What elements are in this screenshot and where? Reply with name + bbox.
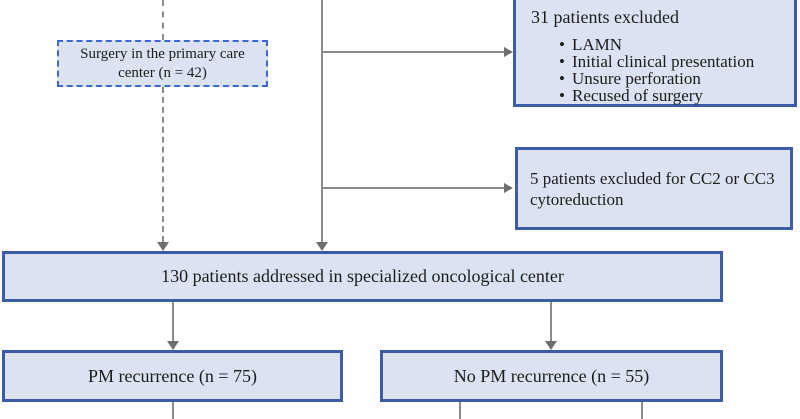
flow-line-dashed-bottom: [162, 87, 164, 242]
bullet-icon: •: [559, 52, 565, 71]
excluded-cc-label: 5 patients excluded for CC2 or CC3 cytor…: [530, 168, 775, 209]
excluded-31-title: 31 patients excluded: [531, 7, 679, 27]
no-pm-recurrence-label: No PM recurrence (n = 55): [453, 365, 650, 386]
bullet-item: • Unsure perforation: [559, 69, 701, 88]
bullet-icon: •: [559, 86, 565, 105]
bullet-icon: •: [559, 35, 565, 54]
arrowhead-down-icon: [545, 341, 557, 350]
flow-line-stub-middle: [459, 402, 461, 419]
bullet-item: • Initial clinical presentation: [559, 52, 755, 71]
primary-care-surgery-label: Surgery in the primary care center (n = …: [80, 45, 245, 81]
arrowhead-right-icon: [504, 47, 513, 57]
arrowhead-down-icon: [157, 242, 169, 251]
flow-line-to-no-pm-recurrence: [550, 302, 552, 342]
node-no-pm-recurrence: No PM recurrence (n = 55): [380, 350, 723, 402]
node-specialized-center: 130 patients addressed in specialized on…: [2, 251, 723, 302]
pm-recurrence-label: PM recurrence (n = 75): [87, 365, 258, 386]
node-pm-recurrence: PM recurrence (n = 75): [2, 350, 343, 402]
bullet-icon: •: [559, 69, 565, 88]
bullet-item: • Recused of surgery: [559, 86, 703, 105]
flow-line-branch-excluded-31: [322, 51, 504, 53]
arrowhead-right-icon: [504, 183, 513, 193]
node-primary-care-surgery: Surgery in the primary care center (n = …: [57, 40, 268, 87]
arrowhead-down-icon: [316, 242, 328, 251]
flow-line-dashed-top: [162, 0, 164, 40]
node-excluded-cc: 5 patients excluded for CC2 or CC3 cytor…: [515, 147, 793, 230]
arrowhead-down-icon: [167, 341, 179, 350]
excluded-31-bullet-list: • LAMN • Initial clinical presentation •…: [559, 36, 784, 104]
flow-line-to-pm-recurrence: [172, 302, 174, 342]
flow-line-main-vertical: [321, 0, 323, 242]
node-excluded-31: 31 patients excluded • LAMN • Initial cl…: [513, 0, 797, 107]
flow-line-stub-right: [641, 402, 643, 419]
flow-line-branch-excluded-cc: [322, 187, 504, 189]
specialized-center-label: 130 patients addressed in specialized on…: [161, 266, 564, 286]
bullet-item: • LAMN: [559, 35, 623, 54]
flow-line-stub-left: [172, 402, 174, 419]
